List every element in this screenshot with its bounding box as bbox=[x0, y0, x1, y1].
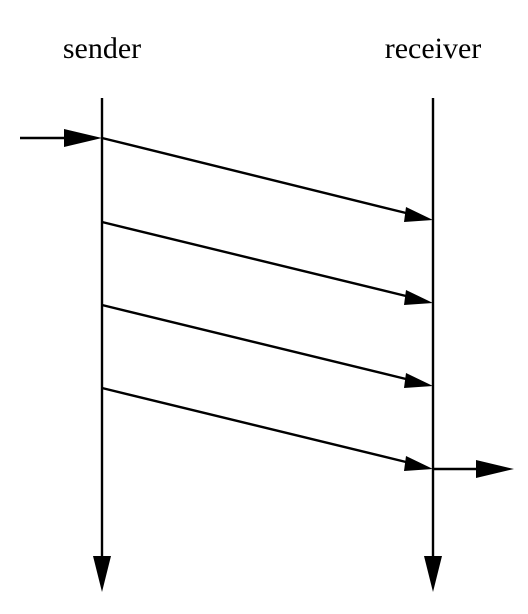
incoming-arrowhead bbox=[64, 129, 102, 147]
message-1-arrowhead bbox=[404, 207, 433, 222]
incoming-arrow bbox=[20, 129, 102, 147]
sender-lifeline-arrowhead bbox=[93, 556, 111, 592]
message-arrow-4 bbox=[101, 386, 433, 471]
receiver-lifeline bbox=[424, 98, 442, 592]
receiver-label: receiver bbox=[385, 32, 482, 65]
sender-lifeline bbox=[93, 98, 111, 592]
sender-label: sender bbox=[63, 32, 141, 65]
outgoing-arrowhead bbox=[476, 460, 514, 478]
message-4-arrowhead bbox=[404, 456, 433, 471]
message-3-arrowhead bbox=[404, 373, 433, 388]
message-arrow-1 bbox=[101, 136, 433, 222]
receiver-lifeline-arrowhead bbox=[424, 556, 442, 592]
message-arrow-2 bbox=[101, 220, 433, 305]
message-arrow-3 bbox=[101, 303, 433, 388]
message-2-arrowhead bbox=[404, 290, 433, 305]
outgoing-arrow bbox=[433, 460, 514, 478]
